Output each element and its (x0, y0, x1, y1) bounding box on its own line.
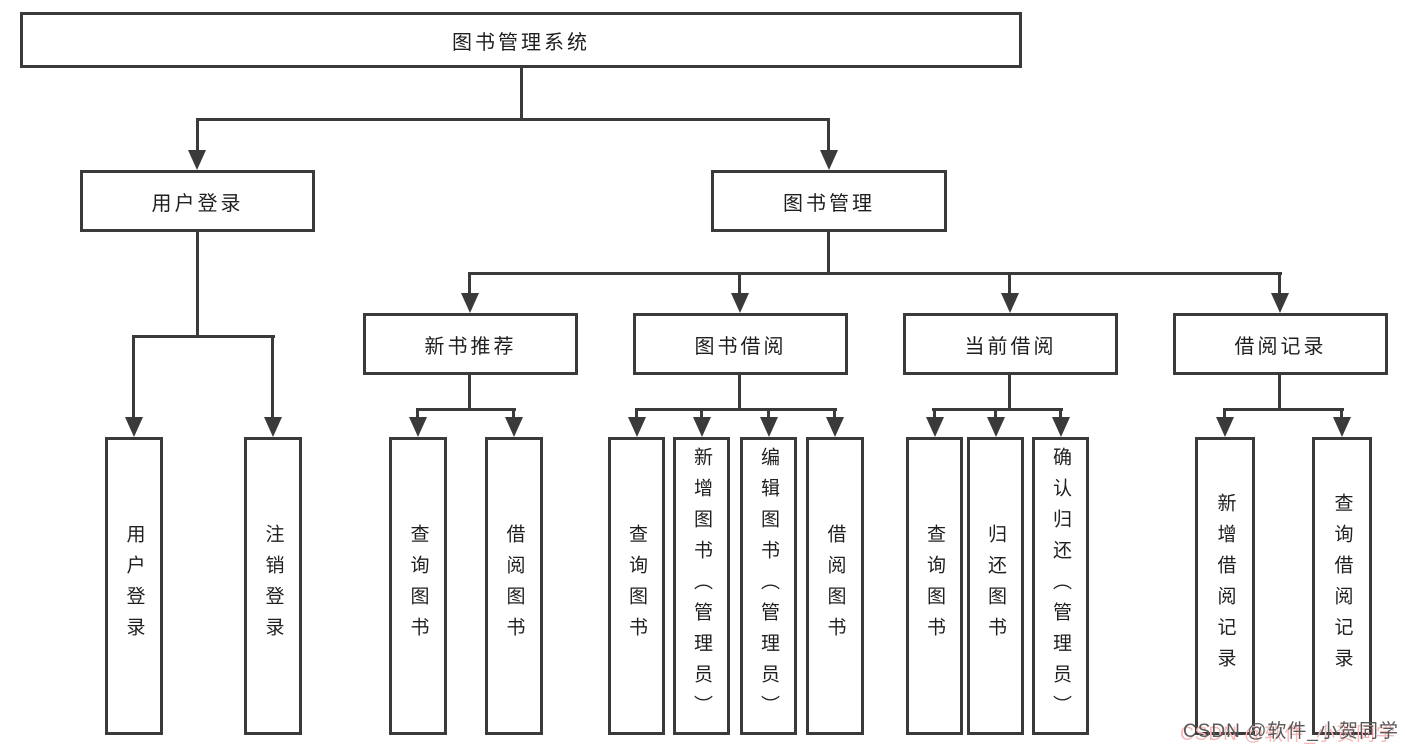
edge-leaf-logout-drop (271, 335, 274, 419)
node-borrow-records-label: 借阅记录 (1234, 335, 1327, 358)
arrow-user-login (188, 150, 206, 170)
leaf-user-login-label: 用户登录 (123, 524, 145, 648)
edge-borrow-stub (738, 375, 741, 411)
leaf-logout-label: 注销登录 (262, 524, 284, 648)
arrow-leaf-borrow2 (826, 417, 844, 437)
node-book-borrow-label: 图书借阅 (694, 335, 787, 358)
edge-borrow-branch (635, 408, 837, 411)
leaf-query-books-borrow-label: 查询图书 (626, 524, 647, 648)
leaf-query-books-current-label: 查询图书 (924, 524, 945, 648)
arrow-leaf-add-books (693, 417, 711, 437)
arrow-borrow (731, 293, 749, 313)
node-current-borrow-label: 当前借阅 (964, 335, 1057, 358)
edge-user-login-stub (196, 232, 199, 338)
arrow-leaf-query-record (1333, 417, 1351, 437)
edge-leaf13-drop (1340, 408, 1343, 420)
arrow-leaf-query1 (409, 417, 427, 437)
leaf-query-borrow-record: 查询借阅记录 (1312, 437, 1372, 735)
edge-leaf8-drop (833, 408, 836, 420)
edge-recommend-branch (416, 408, 516, 411)
edge-leaf9-drop (933, 408, 936, 420)
leaf-edit-books-admin-label: 编辑图书（管理员） (758, 446, 779, 726)
arrow-book-mgmt (820, 150, 838, 170)
leaf-add-borrow-record-label: 新增借阅记录 (1214, 493, 1236, 679)
edge-borrow-drop (738, 272, 741, 295)
leaf-add-books-admin: 新增图书（管理员） (673, 437, 730, 735)
edge-book-mgmt-drop (827, 118, 830, 152)
edge-level3-trunk (468, 272, 1282, 275)
leaf-user-login: 用户登录 (105, 437, 163, 735)
leaf-logout: 注销登录 (244, 437, 302, 735)
node-new-book-recommend: 新书推荐 (363, 313, 578, 375)
leaf-add-books-admin-label: 新增图书（管理员） (691, 446, 712, 726)
node-root-label: 图书管理系统 (452, 31, 590, 54)
edge-leaf-user-login-drop (132, 335, 135, 419)
node-book-management: 图书管理 (711, 170, 947, 232)
edge-current-drop (1008, 272, 1011, 295)
node-book-management-label: 图书管理 (783, 192, 875, 215)
arrow-current (1001, 293, 1019, 313)
edge-records-branch (1223, 408, 1344, 411)
arrow-recommend (461, 293, 479, 313)
leaf-borrow-books: 借阅图书 (806, 437, 864, 735)
edge-leaf6-drop (700, 408, 703, 420)
arrow-leaf-confirm-return (1052, 417, 1070, 437)
leaf-query-books-borrow: 查询图书 (608, 437, 665, 735)
leaf-borrow-books-recommend-label: 借阅图书 (503, 524, 525, 648)
edge-current-branch (932, 408, 1063, 411)
arrow-records (1271, 293, 1289, 313)
edge-user-login-branch (132, 335, 275, 338)
arrow-leaf-logout (264, 417, 282, 437)
arrow-leaf-query2 (628, 417, 646, 437)
arrow-leaf-edit-books (760, 417, 778, 437)
leaf-query-books-recommend: 查询图书 (389, 437, 447, 735)
leaf-confirm-return-admin-label: 确认归还（管理员） (1050, 446, 1071, 726)
edge-leaf3-drop (416, 408, 419, 420)
node-new-book-recommend-label: 新书推荐 (424, 335, 517, 358)
edge-leaf10-drop (994, 408, 997, 420)
leaf-borrow-books-label: 借阅图书 (824, 524, 846, 648)
arrow-leaf-borrow1 (505, 417, 523, 437)
leaf-confirm-return-admin: 确认归还（管理员） (1032, 437, 1089, 735)
csdn-watermark: CSDN @软件_小贺同学 (1183, 721, 1399, 742)
edge-book-mgmt-stub (827, 232, 830, 275)
node-user-login: 用户登录 (80, 170, 315, 232)
node-root: 图书管理系统 (20, 12, 1022, 68)
edge-leaf11-drop (1059, 408, 1062, 420)
edge-records-drop (1278, 272, 1281, 295)
leaf-add-borrow-record: 新增借阅记录 (1195, 437, 1255, 735)
edge-recommend-drop (468, 272, 471, 295)
edge-root-stub (520, 68, 523, 121)
edge-leaf7-drop (767, 408, 770, 420)
arrow-leaf-add-record (1216, 417, 1234, 437)
edge-user-login-drop (196, 118, 199, 152)
leaf-return-books-label: 归还图书 (985, 524, 1006, 648)
edge-leaf5-drop (635, 408, 638, 420)
leaf-query-books-current: 查询图书 (906, 437, 963, 735)
edge-current-stub (1008, 375, 1011, 411)
leaf-query-books-recommend-label: 查询图书 (407, 524, 429, 648)
node-current-borrow: 当前借阅 (903, 313, 1118, 375)
leaf-edit-books-admin: 编辑图书（管理员） (740, 437, 797, 735)
arrow-leaf-user-login (125, 417, 143, 437)
leaf-query-borrow-record-label: 查询借阅记录 (1331, 493, 1353, 679)
node-user-login-label: 用户登录 (151, 192, 244, 215)
node-book-borrow: 图书借阅 (633, 313, 848, 375)
edge-leaf4-drop (512, 408, 515, 420)
edge-records-stub (1278, 375, 1281, 411)
edge-level2-trunk (196, 118, 830, 121)
leaf-return-books: 归还图书 (967, 437, 1024, 735)
arrow-leaf-return (987, 417, 1005, 437)
arrow-leaf-query3 (926, 417, 944, 437)
node-borrow-records: 借阅记录 (1173, 313, 1388, 375)
edge-leaf12-drop (1223, 408, 1226, 420)
leaf-borrow-books-recommend: 借阅图书 (485, 437, 543, 735)
edge-recommend-stub (468, 375, 471, 411)
